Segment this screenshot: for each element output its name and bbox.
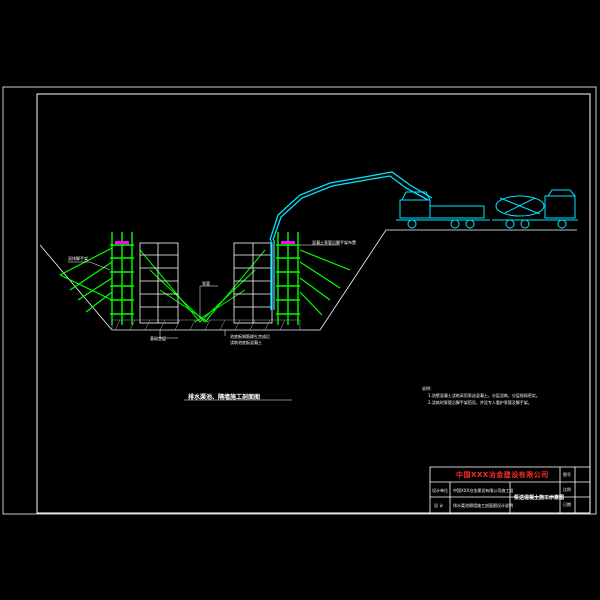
label-right-pump: 混凝土泵管沿脚手架布置 xyxy=(312,240,356,245)
tb-right-3: 日期 xyxy=(563,502,571,507)
label-bottom-center-2: 浇筑池底板混凝土 xyxy=(230,340,262,345)
pump-boom xyxy=(269,171,433,310)
label-bottom-left: 基础垫层 xyxy=(150,336,166,341)
tb-row1-left: 设计单位 xyxy=(432,488,448,493)
base-slab xyxy=(111,319,301,331)
center-bracing xyxy=(139,249,266,323)
label-bottom-center-1: 池底板钢筋绑扎完成后 xyxy=(230,334,270,339)
outer-frame xyxy=(2,86,597,515)
mixer-truck xyxy=(492,189,578,229)
leader-lines xyxy=(68,244,340,339)
excavation-profile xyxy=(39,229,577,331)
left-bracing xyxy=(59,247,113,313)
title-block xyxy=(429,466,591,514)
left-scaffold xyxy=(110,232,134,325)
tb-row1-mid: 中国XXX冶金建设有限公司施工组 xyxy=(453,488,514,493)
right-scaffold xyxy=(276,232,300,325)
tb-right-2: 比例 xyxy=(563,487,571,492)
pump-truck xyxy=(396,191,490,229)
right-magenta-cap xyxy=(281,241,295,244)
notes-line-2: 2.浇筑时泵管沿脚手架搭设，并设专人看护泵管及脚手架。 xyxy=(428,400,532,405)
tb-row2-left: 设 计 xyxy=(434,503,444,508)
company-name: 中国XXX冶金建设有限公司 xyxy=(456,471,549,479)
section-title: 排水渠池、隔墙施工剖面图 xyxy=(188,394,261,401)
tb-row2-mid: 排水渠池隔墙施工剖面图设计说明 xyxy=(453,503,513,508)
inner-frame xyxy=(36,93,591,514)
right-wall xyxy=(233,242,273,324)
notes-heading: 说明： xyxy=(422,386,434,391)
notes-line-1: 1.池壁混凝土浇筑采用泵送混凝土，分层浇筑，分层振捣密实。 xyxy=(428,393,540,398)
left-magenta-cap xyxy=(115,241,129,244)
right-bracing xyxy=(299,249,351,316)
left-wall xyxy=(139,242,179,324)
label-center-pipe: 泵管 xyxy=(202,281,210,286)
tb-right-1: 图号 xyxy=(563,472,571,477)
drawing-name: 泵送混凝土施工示意图 xyxy=(514,495,565,501)
label-left-scaffold: 双排脚手架 xyxy=(68,256,88,261)
